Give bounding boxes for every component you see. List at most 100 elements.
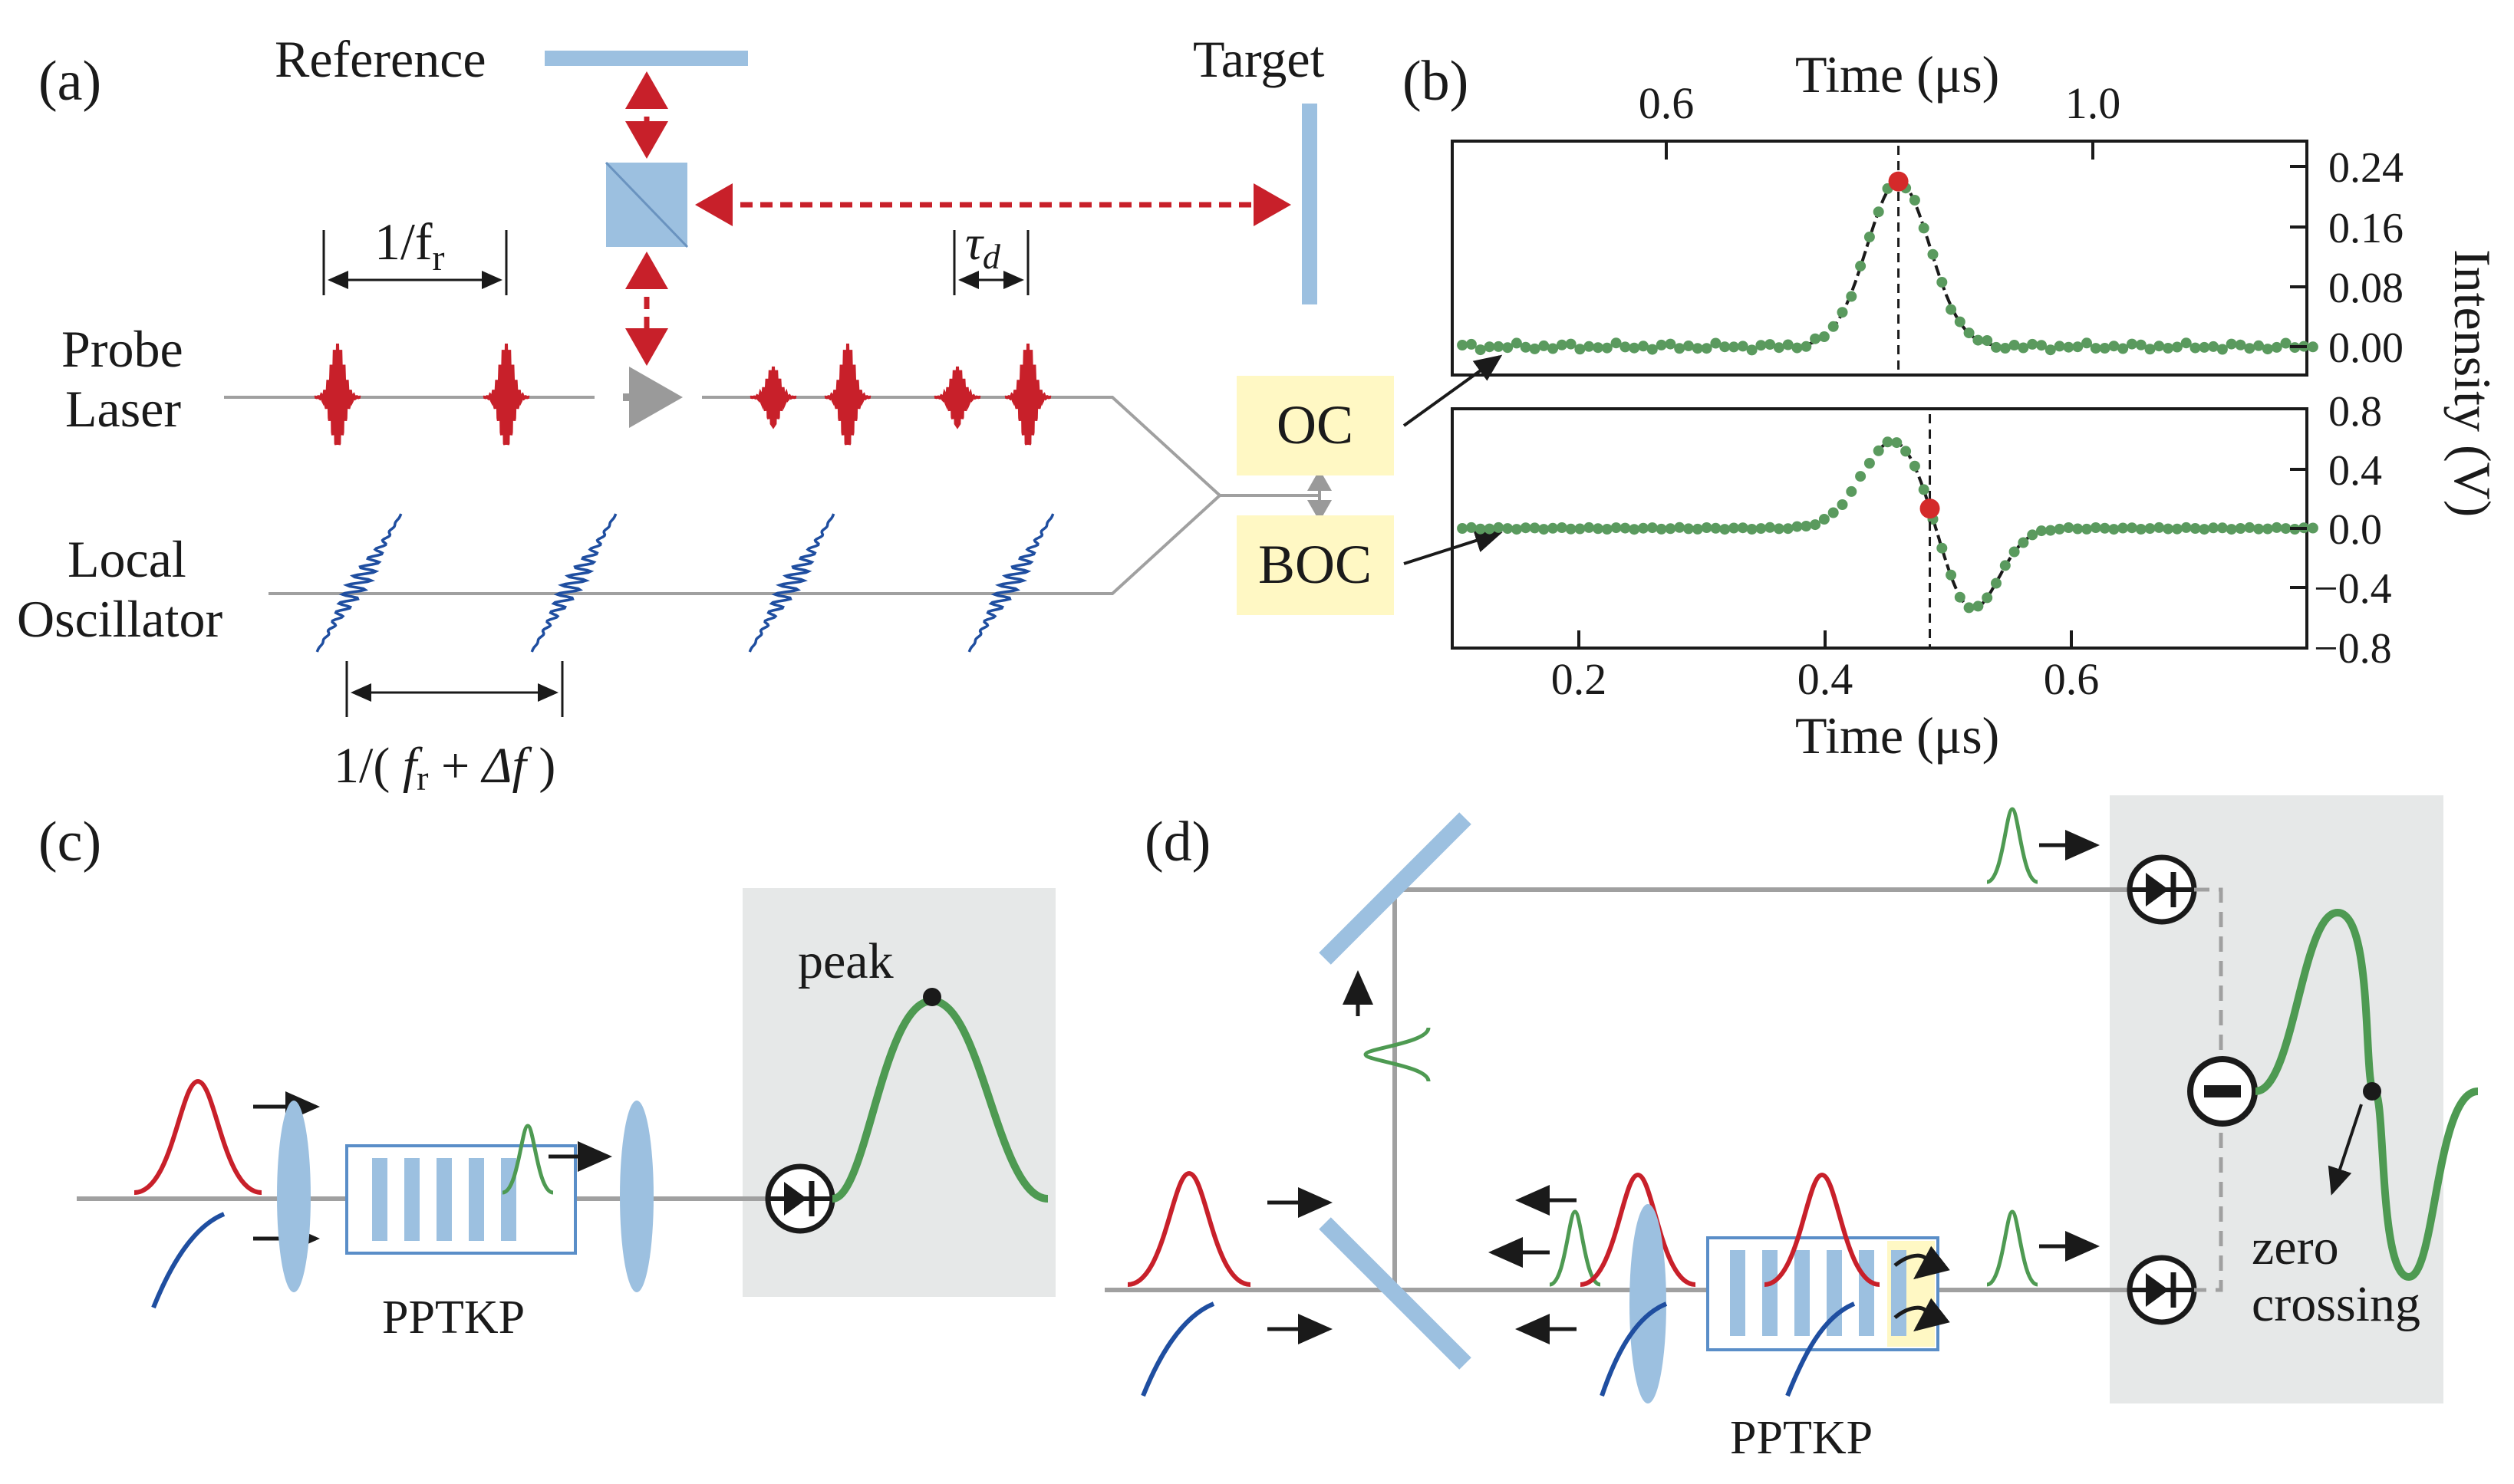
oc-tick-0.00: 0.00 [2328,324,2404,372]
boc-data-point [1810,519,1821,531]
probe-pulse-train [314,343,1052,446]
bottom-tick-0.6: 0.6 [2044,654,2100,704]
boc-data-point [2171,523,2183,535]
oc-data-point [1936,277,1948,288]
oc-data-point [1674,343,1685,354]
boc-data-point [1855,471,1867,482]
boc-data-point [1946,569,1957,581]
boc-data-point [2163,523,2174,535]
svg-text:τd: τd [965,216,1001,276]
boc-data-point [1882,436,1893,448]
bottom-tick-0.4: 0.4 [1797,654,1853,704]
oc-data-point [1547,343,1559,354]
lens-c-1 [277,1101,311,1292]
crystal-c [345,1144,577,1255]
oc-data-point [2153,341,2165,352]
boc-data-point [1493,522,1504,533]
delay-bracket: τd [953,216,1030,295]
boc-box [1237,515,1394,615]
oc-data-point [1583,341,1595,352]
boc-data-point [1583,522,1595,533]
oc-data-point [1710,337,1722,349]
boc-data-point [1646,522,1658,534]
lens-c-2 [620,1101,654,1292]
reference-label: Reference [275,30,486,88]
oc-data-point [1638,341,1649,352]
zero-crossing-marker [2363,1082,2381,1101]
y-axis-title: Intensity (V) [2443,249,2502,517]
rep-period-label: 1/f [374,212,433,271]
forward-sfg-pulse [1986,1209,2038,1287]
rep-period-bracket: 1/fr [322,212,508,295]
boc-data-point [1719,524,1731,535]
boc-data-point [1692,523,1703,535]
panel-d-label: (d) [1145,811,1211,874]
oc-data-point [1773,342,1784,354]
boc-data-point [1474,523,1486,535]
oc-data-point [1457,340,1468,350]
boc-data-point [2099,522,2110,534]
oc-data-point [1972,334,1984,346]
target-mirror [1302,104,1317,304]
oc-data-point [1918,222,1929,234]
oc-data-point [1991,341,2002,353]
boc-data-point [1683,523,1694,535]
boc-data-point [1565,523,1577,535]
oc-data-point [2108,341,2120,352]
boc-data-point [1972,601,1984,612]
boc-data-point [1457,523,1468,534]
oc-tick-0.08: 0.08 [2328,265,2404,312]
oc-data-point [1855,260,1867,271]
boc-data-point [2127,522,2137,534]
boc-data-point [1574,523,1586,535]
oc-data-point [2171,341,2183,353]
boc-data-point [2090,522,2101,533]
oc-data-point [1863,232,1875,242]
svg-text:1/fr: 1/fr [374,212,445,278]
panel-b-label: (b) [1402,50,1468,113]
boc-data-point [1936,542,1948,554]
oc-data-point [2018,342,2029,354]
boc-data-point [1918,484,1929,495]
boc-data-point [1737,522,1748,534]
oc-data-point [2226,338,2237,350]
panel-a: (a) Reference Target Probe Laser Local O… [17,30,1503,798]
boc-data-point [1593,523,1603,535]
oc-data-point [1683,341,1694,351]
boc-data-point [1863,458,1875,469]
boc-label: BOC [1258,534,1372,595]
oc-data-point [1982,335,1993,346]
top-axis-title: Time (μs) [1795,45,1999,104]
lo-period-sub: r [417,758,428,798]
oc-data-point [2208,341,2219,352]
oc-data-point [2044,344,2056,356]
boc-data-point [1991,577,2002,589]
lo-pulse-4 [967,513,1055,653]
lo-period-pre: 1/( [334,738,390,794]
bottom-x-axis: 0.2 0.4 0.6 [1551,630,2100,704]
oc-data-point [2008,340,2020,350]
oc-data-point [2072,341,2084,353]
boc-data-point [1529,522,1540,534]
probe-line-2 [702,396,1320,497]
probe-pulse-3b [824,343,871,446]
delay-label: τ [965,216,984,270]
probe-pulse-1 [314,343,361,446]
crystal-d-label: PPTKP [1730,1412,1873,1464]
oc-data-point [1646,344,1658,355]
oc-data-point [1909,195,1920,206]
back-sfg-pulse [1549,1209,1601,1287]
oc-data-point [1593,342,1603,354]
boc-data-point [1999,560,2011,571]
lo-label-line1: Local [68,530,186,588]
boc-y-axis: 0.8 0.4 0.0 −0.4 −0.8 [2290,388,2392,673]
oc-data-point [1801,341,1812,352]
boc-data-point [2307,522,2318,534]
crystal-d [1706,1236,1939,1351]
boc-data-point [1954,591,1965,603]
boc-data-point [1791,521,1803,532]
boc-tick-0.0: 0.0 [2328,506,2382,554]
oc-data-point [1746,344,1758,356]
boc-data-point [1465,522,1477,533]
boc-data-point [2081,523,2092,535]
